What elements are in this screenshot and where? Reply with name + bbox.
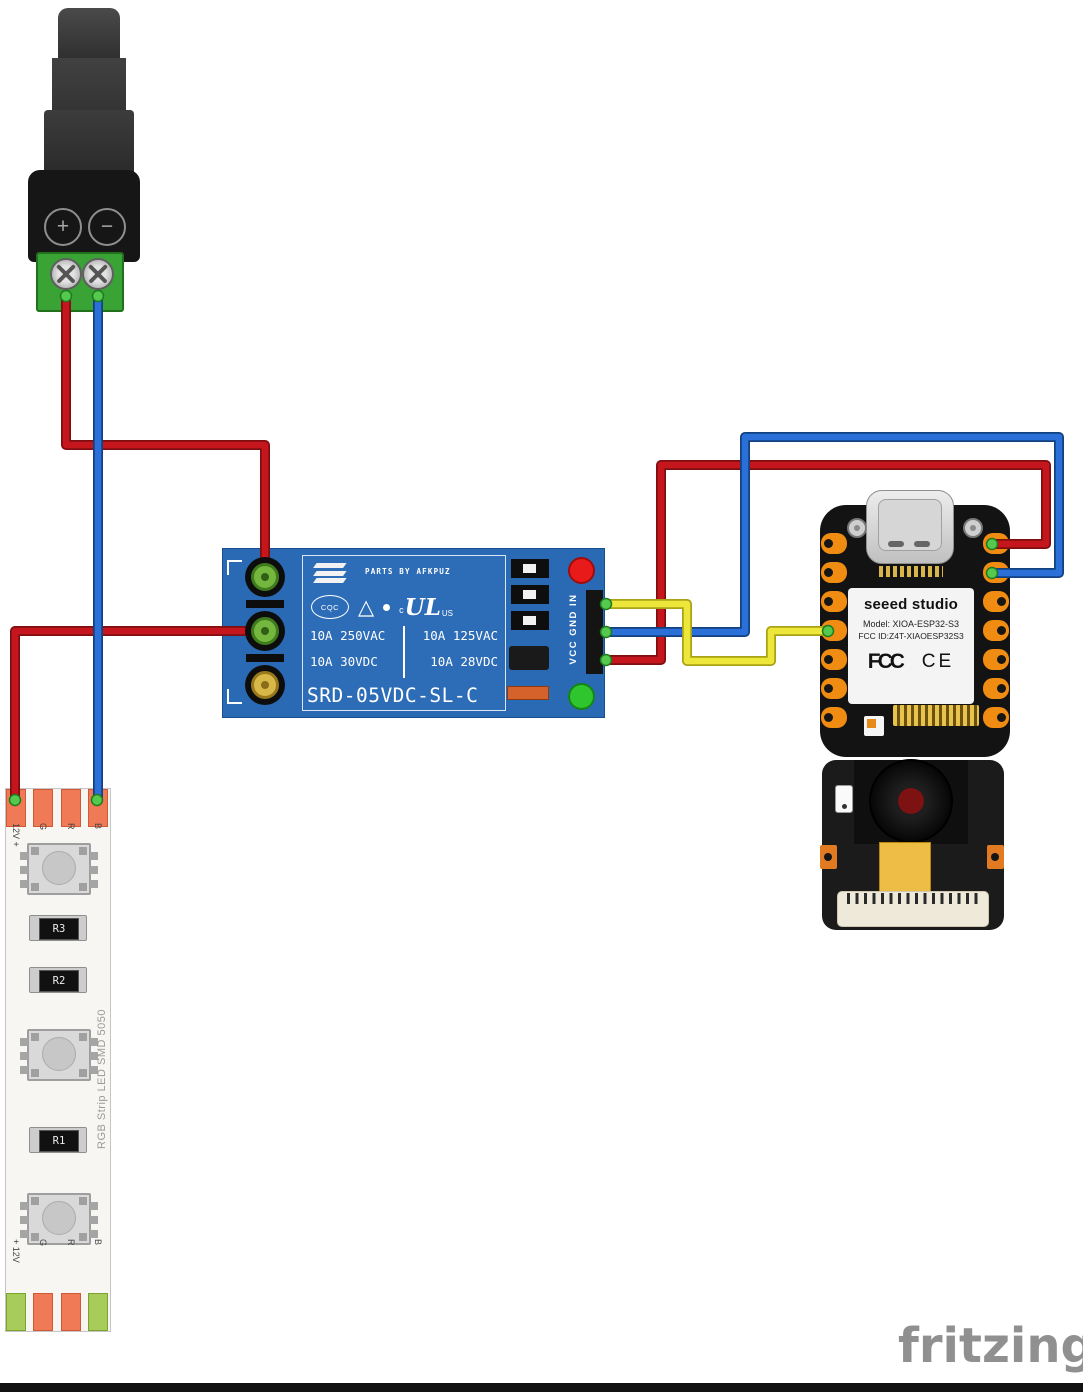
- transistor: [509, 646, 549, 670]
- xiao-pad-right-2[interactable]: [983, 562, 1009, 583]
- relay-terminal-no[interactable]: [245, 557, 285, 597]
- rating-divider: [403, 626, 405, 678]
- seeed-studio-logo: seeed studio: [863, 596, 959, 613]
- xiao-pad-right-6[interactable]: [983, 678, 1009, 699]
- rating-line-2: 10A 30VDC 10A 28VDC: [310, 654, 498, 669]
- resistor-component: [507, 686, 549, 700]
- xiao-fcc-id: FCC ID:Z4T-XIAOESP32S3: [858, 631, 964, 641]
- terminal-screw-minus[interactable]: [82, 258, 114, 290]
- silkscreen-bracket: [227, 560, 242, 575]
- bottom-bar: [0, 1383, 1083, 1392]
- cqc-logo-icon: CQC: [311, 595, 349, 619]
- camera-gold-pad: [879, 842, 931, 898]
- xiao-pad-left-3[interactable]: [821, 591, 847, 612]
- xiao-pad-left-4[interactable]: [821, 620, 847, 641]
- xiao-led: [864, 716, 884, 736]
- dot-icon: [383, 603, 391, 611]
- xiao-pad-right-3[interactable]: [983, 591, 1009, 612]
- ce-mark-icon: CE: [921, 651, 955, 672]
- relay-pin-in[interactable]: [602, 600, 614, 608]
- strip-label-bottom-g: G: [38, 1239, 48, 1247]
- fcc-mark-icon: FCC: [867, 650, 905, 673]
- strip-label-bottom-r: R: [66, 1239, 76, 1246]
- songle-logo-icon: [313, 563, 347, 586]
- camera-mount-tab: [820, 845, 837, 869]
- terminal-separator: [246, 654, 284, 662]
- terminal-screw-plus[interactable]: [50, 258, 82, 290]
- xiao-pad-right-4[interactable]: [983, 620, 1009, 641]
- minus-symbol: −: [88, 208, 126, 246]
- strip-pad-top-g[interactable]: [33, 789, 53, 827]
- relay-can: PARTS BY AFKPUZ CQC △ c UL US 10A 250VAC…: [302, 555, 506, 711]
- ribbon-contacts: [847, 893, 979, 904]
- strip-pad-top-r[interactable]: [61, 789, 81, 827]
- relay-red-led: [568, 557, 595, 584]
- relay-pin-labels: VCC GND IN: [567, 593, 579, 665]
- usb-solder-pads: [879, 566, 943, 577]
- b2b-connector: [893, 705, 979, 726]
- xiao-pad-left-1[interactable]: [821, 533, 847, 554]
- mount-pad: [963, 518, 983, 538]
- certification-row: CQC △ c UL US: [311, 592, 499, 622]
- relay-green-led: [568, 683, 595, 710]
- relay-pin-header[interactable]: [586, 590, 603, 674]
- xiao-pad-right-5[interactable]: [983, 649, 1009, 670]
- wire-red-jack-to-relay-no[interactable]: [61, 291, 270, 582]
- plus-symbol: +: [44, 208, 82, 246]
- smd-component: [511, 559, 549, 578]
- strip-pad-bottom-g[interactable]: [33, 1293, 53, 1331]
- silkscreen-bracket: [227, 689, 242, 704]
- relay-pin-vcc[interactable]: [602, 656, 614, 664]
- smd-component: [511, 611, 549, 630]
- xiao-model-label: Model: XIOA-ESP32-S3: [862, 619, 960, 629]
- relay-brand-note: PARTS BY AFKPUZ: [365, 567, 451, 576]
- strip-part-label: RGB Strip LED SMD 5050: [96, 1009, 108, 1149]
- led-chip-5050: [20, 1029, 98, 1081]
- strip-pad-top-12v[interactable]: [6, 789, 26, 827]
- led-chip-5050: [20, 843, 98, 895]
- camera-mount-tab: [987, 845, 1004, 869]
- xiao-pad-left-6[interactable]: [821, 678, 847, 699]
- strip-pad-bottom-12v[interactable]: [6, 1293, 26, 1331]
- camera-led: [835, 785, 853, 813]
- fritzing-logo: fritzing: [898, 1318, 1083, 1374]
- resistor-r3: R3: [29, 915, 87, 941]
- triangle-cert-icon: △: [358, 595, 375, 619]
- resistor-r1: R1: [29, 1127, 87, 1153]
- terminal-separator: [246, 600, 284, 608]
- rating-line-1: 10A 250VAC 10A 125VAC: [310, 628, 498, 643]
- relay-terminal-com[interactable]: [245, 611, 285, 651]
- strip-label-bottom-12v: + 12V: [11, 1239, 21, 1263]
- xiao-silkscreen: seeed studio Model: XIOA-ESP32-S3 FCC ID…: [848, 588, 974, 704]
- ul-logo-icon: c UL US: [399, 593, 454, 621]
- camera-lens-core: [898, 788, 924, 814]
- resistor-r2: R2: [29, 967, 87, 993]
- strip-label-bottom-b: B: [93, 1239, 103, 1246]
- jack-tip: [58, 8, 120, 62]
- xiao-pad-left-5[interactable]: [821, 649, 847, 670]
- jack-neck: [52, 58, 126, 114]
- xiao-pad-right-1[interactable]: [983, 533, 1009, 554]
- usb-contact: [888, 541, 904, 547]
- wire-yellow-relay-in-to-xiao-gpio[interactable]: [601, 599, 833, 666]
- xiao-pad-left-2[interactable]: [821, 562, 847, 583]
- rgb-led-strip[interactable]: 12V + G R B R3 R2 R1 RGB: [5, 788, 111, 1332]
- relay-terminal-nc[interactable]: [245, 665, 285, 705]
- xiao-pad-left-7[interactable]: [821, 707, 847, 728]
- relay-model-label: SRD-05VDC-SL-C: [307, 684, 479, 707]
- relay-pin-gnd[interactable]: [602, 628, 614, 636]
- jack-body: [44, 110, 134, 176]
- strip-pad-bottom-b[interactable]: [88, 1293, 108, 1331]
- jack-base: + −: [28, 170, 140, 262]
- strip-pad-top-b[interactable]: [88, 789, 108, 827]
- xiao-pad-right-7[interactable]: [983, 707, 1009, 728]
- usb-contact: [914, 541, 930, 547]
- jack-screw-terminal[interactable]: [36, 252, 124, 312]
- led-chip-5050: [20, 1193, 98, 1245]
- mount-pad: [847, 518, 867, 538]
- smd-component: [511, 585, 549, 604]
- strip-pad-bottom-r[interactable]: [61, 1293, 81, 1331]
